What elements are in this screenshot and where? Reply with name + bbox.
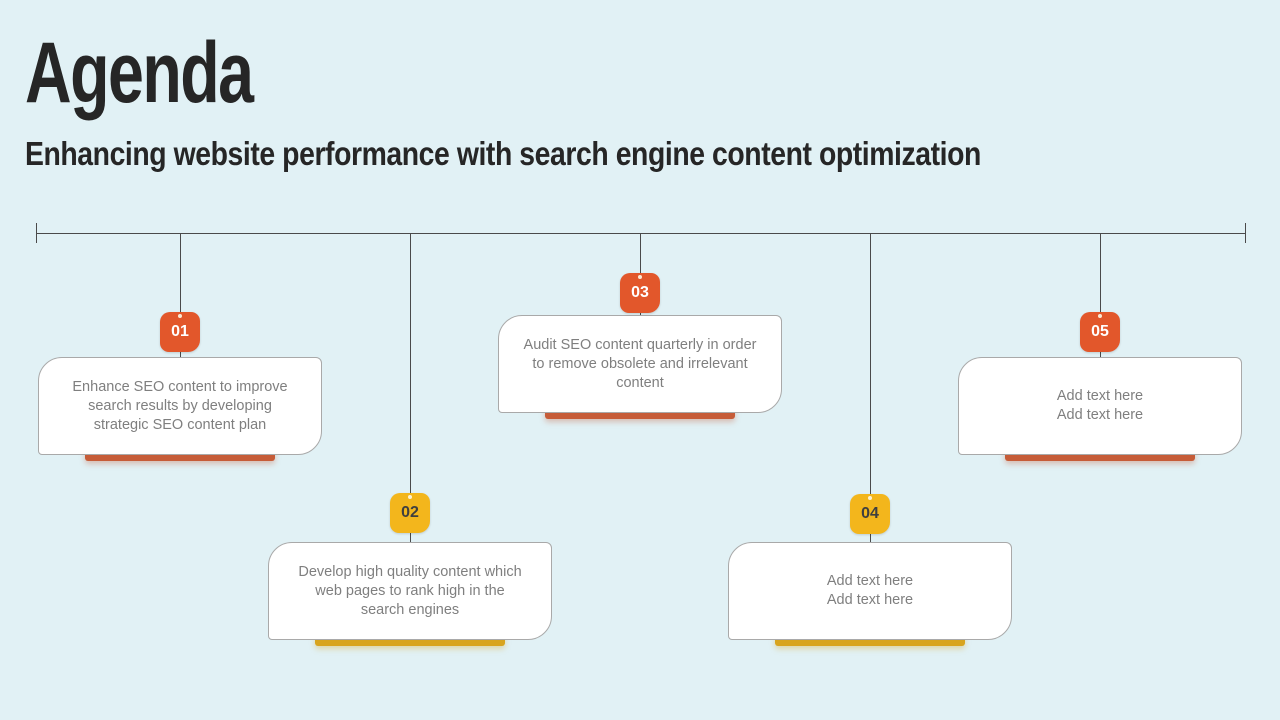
timeline-item-03: 03 Audit SEO content quarterly in order … [498, 233, 782, 673]
page-title: Agenda [25, 25, 254, 121]
step-number-badge[interactable]: 05 [1080, 312, 1120, 352]
step-number-badge[interactable]: 03 [620, 273, 660, 313]
step-card-text: Add text here Add text here [1056, 388, 1144, 423]
timeline-item-05: 05 Add text here Add text here [958, 233, 1242, 673]
step-card-text: Enhance SEO content to improve search re… [72, 378, 288, 433]
connector-line [1100, 233, 1101, 357]
connector-line [870, 233, 871, 542]
timeline-tick-end [1245, 223, 1246, 243]
step-card[interactable]: Add text here Add text here [728, 542, 1012, 640]
connector-line [180, 233, 181, 357]
step-card-text: Develop high quality content which web p… [298, 563, 522, 618]
timeline-item-02: 02 Develop high quality content which we… [268, 233, 552, 673]
page-subtitle: Enhancing website performance with searc… [25, 135, 981, 172]
step-number-badge[interactable]: 01 [160, 312, 200, 352]
step-number-label: 03 [631, 284, 649, 301]
connector-line [410, 233, 411, 542]
step-card[interactable]: Add text here Add text here [958, 357, 1242, 455]
step-card[interactable]: Audit SEO content quarterly in order to … [498, 315, 782, 413]
step-card[interactable]: Enhance SEO content to improve search re… [38, 357, 322, 455]
step-number-badge[interactable]: 02 [390, 493, 430, 533]
step-number-label: 02 [401, 504, 419, 521]
timeline-tick-start [36, 223, 37, 243]
step-number-badge[interactable]: 04 [850, 494, 890, 534]
step-number-label: 05 [1091, 323, 1109, 340]
step-card[interactable]: Develop high quality content which web p… [268, 542, 552, 640]
step-card-text: Audit SEO content quarterly in order to … [523, 336, 757, 391]
timeline-item-01: 01 Enhance SEO content to improve search… [38, 233, 322, 673]
step-card-text: Add text here Add text here [826, 573, 914, 608]
timeline-item-04: 04 Add text here Add text here [728, 233, 1012, 673]
step-number-label: 04 [861, 505, 879, 522]
step-number-label: 01 [171, 323, 189, 340]
